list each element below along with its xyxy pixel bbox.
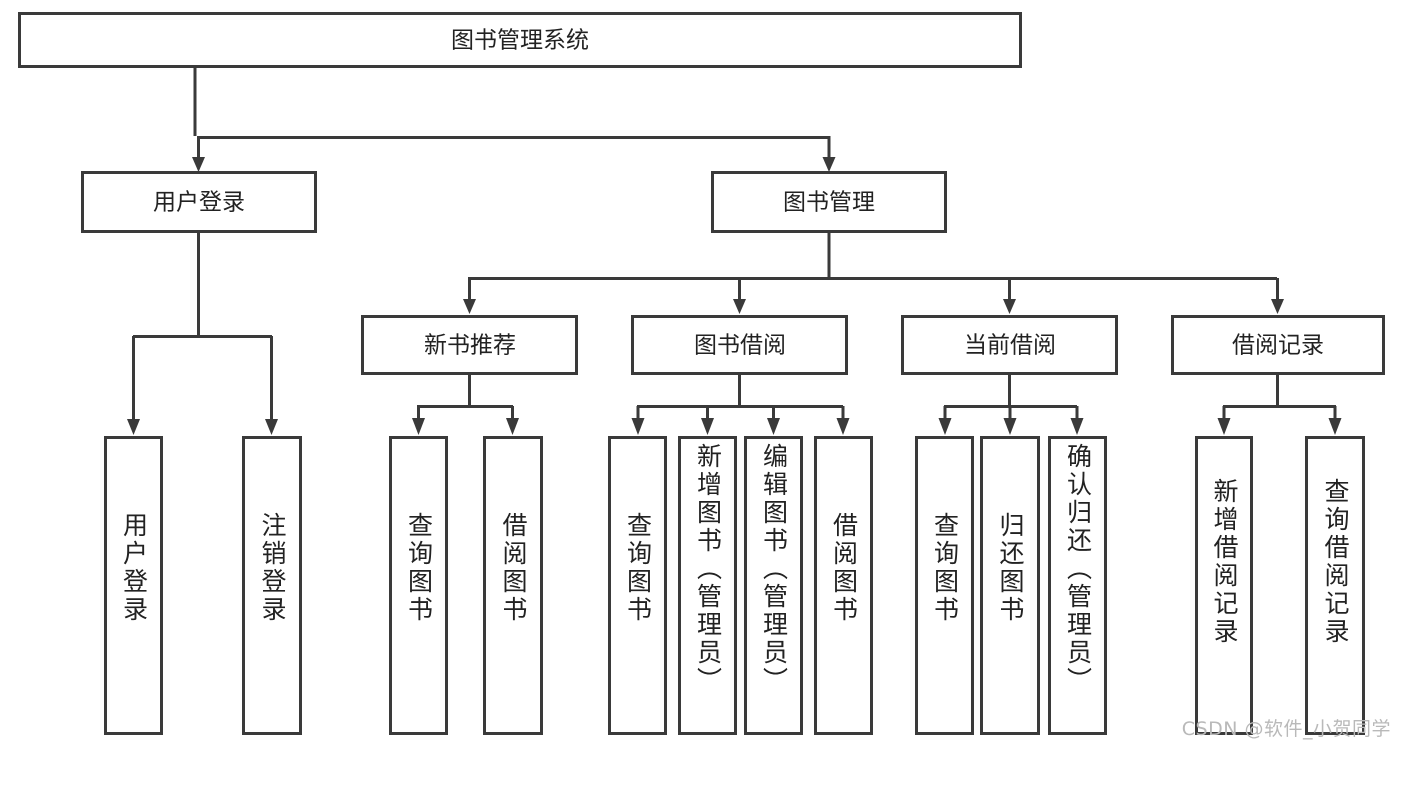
leaf-box-edit-book[interactable] [744, 436, 803, 735]
leaf-box-borrow-book[interactable] [814, 436, 873, 735]
leaf-box-query-book-current[interactable] [915, 436, 974, 735]
arrowhead-leaf-logout [265, 419, 278, 435]
arrowhead-leaf-query-book-recommend [412, 418, 425, 435]
node-current-borrow-box[interactable] [901, 315, 1118, 375]
leaf-box-query-book-borrow[interactable] [608, 436, 667, 735]
node-borrow-record[interactable]: 借阅记录 [1171, 315, 1385, 375]
node-book-borrow-box[interactable] [631, 315, 848, 375]
arrowhead-leaf-return-book [1003, 418, 1017, 435]
node-book-manage-label: 图书管理 [783, 190, 875, 216]
leaf-box-user-login[interactable] [104, 436, 163, 735]
connector-group-borrow-record [1217, 375, 1342, 435]
connector-group-book-manage [463, 233, 1284, 314]
leaf-box-logout[interactable] [242, 436, 302, 735]
diagram-root: 图书管理系统 用户登录 图书管理 新书推荐 图书借阅 当前借阅 借阅记录 [18, 12, 1391, 740]
arrowhead-leaf-borrow-book-recommend [506, 418, 519, 435]
connector-group-user-login [127, 233, 278, 435]
leaf-boxes [104, 436, 1365, 735]
node-new-book-recommend-box[interactable] [361, 315, 578, 375]
connector-group-book-borrow [631, 375, 850, 435]
connector-group-new-book-recommend [412, 375, 519, 435]
arrowhead-new-book-recommend [463, 299, 476, 314]
watermark: CSDN @软件_小贺同学 [1181, 718, 1391, 740]
node-borrow-record-label: 借阅记录 [1232, 333, 1324, 359]
node-root-label: 图书管理系统 [451, 28, 589, 54]
node-new-book-recommend[interactable]: 新书推荐 [361, 315, 578, 375]
node-current-borrow[interactable]: 当前借阅 [901, 315, 1118, 375]
arrowhead-leaf-add-borrow-record [1217, 418, 1231, 435]
node-book-manage-box[interactable] [711, 171, 947, 233]
node-book-borrow-label: 图书借阅 [694, 333, 786, 359]
leaf-box-confirm-return[interactable] [1048, 436, 1107, 735]
arrowhead-leaf-add-book [701, 418, 714, 435]
leaf-box-add-book[interactable] [678, 436, 737, 735]
arrowhead-user-login [192, 157, 205, 172]
leaf-box-query-borrow-record[interactable] [1305, 436, 1365, 735]
node-current-borrow-label: 当前借阅 [964, 333, 1056, 359]
arrowhead-borrow-record [1271, 299, 1284, 314]
arrowhead-leaf-borrow-book [836, 418, 850, 435]
node-book-borrow[interactable]: 图书借阅 [631, 315, 848, 375]
node-user-login-label: 用户登录 [153, 190, 245, 216]
arrowhead-leaf-query-book-current [938, 418, 952, 435]
arrowhead-current-borrow [1003, 299, 1016, 314]
arrowhead-leaf-edit-book [767, 418, 780, 435]
arrowhead-leaf-query-borrow-record [1328, 418, 1342, 435]
node-root-box[interactable] [18, 12, 1022, 68]
leaf-box-return-book[interactable] [980, 436, 1040, 735]
arrowhead-book-manage [822, 157, 836, 172]
arrowhead-leaf-query-book-borrow [631, 418, 645, 435]
leaf-box-query-book-recommend[interactable] [389, 436, 448, 735]
connector-group-current-borrow [938, 375, 1084, 435]
leaf-box-borrow-book-recommend[interactable] [483, 436, 543, 735]
leaf-box-add-borrow-record[interactable] [1195, 436, 1253, 735]
arrowhead-book-borrow [733, 299, 746, 314]
node-user-login-box[interactable] [81, 171, 317, 233]
connector-group-root [192, 68, 836, 172]
node-root[interactable]: 图书管理系统 [18, 12, 1022, 68]
node-new-book-recommend-label: 新书推荐 [424, 333, 516, 359]
node-borrow-record-box[interactable] [1171, 315, 1385, 375]
node-user-login[interactable]: 用户登录 [81, 171, 317, 233]
diagram-canvas: 图书管理系统 用户登录 图书管理 新书推荐 图书借阅 当前借阅 借阅记录 [18, 12, 1385, 735]
arrowhead-leaf-user-login [127, 419, 140, 435]
node-book-manage[interactable]: 图书管理 [711, 171, 947, 233]
arrowhead-leaf-confirm-return [1070, 418, 1084, 435]
